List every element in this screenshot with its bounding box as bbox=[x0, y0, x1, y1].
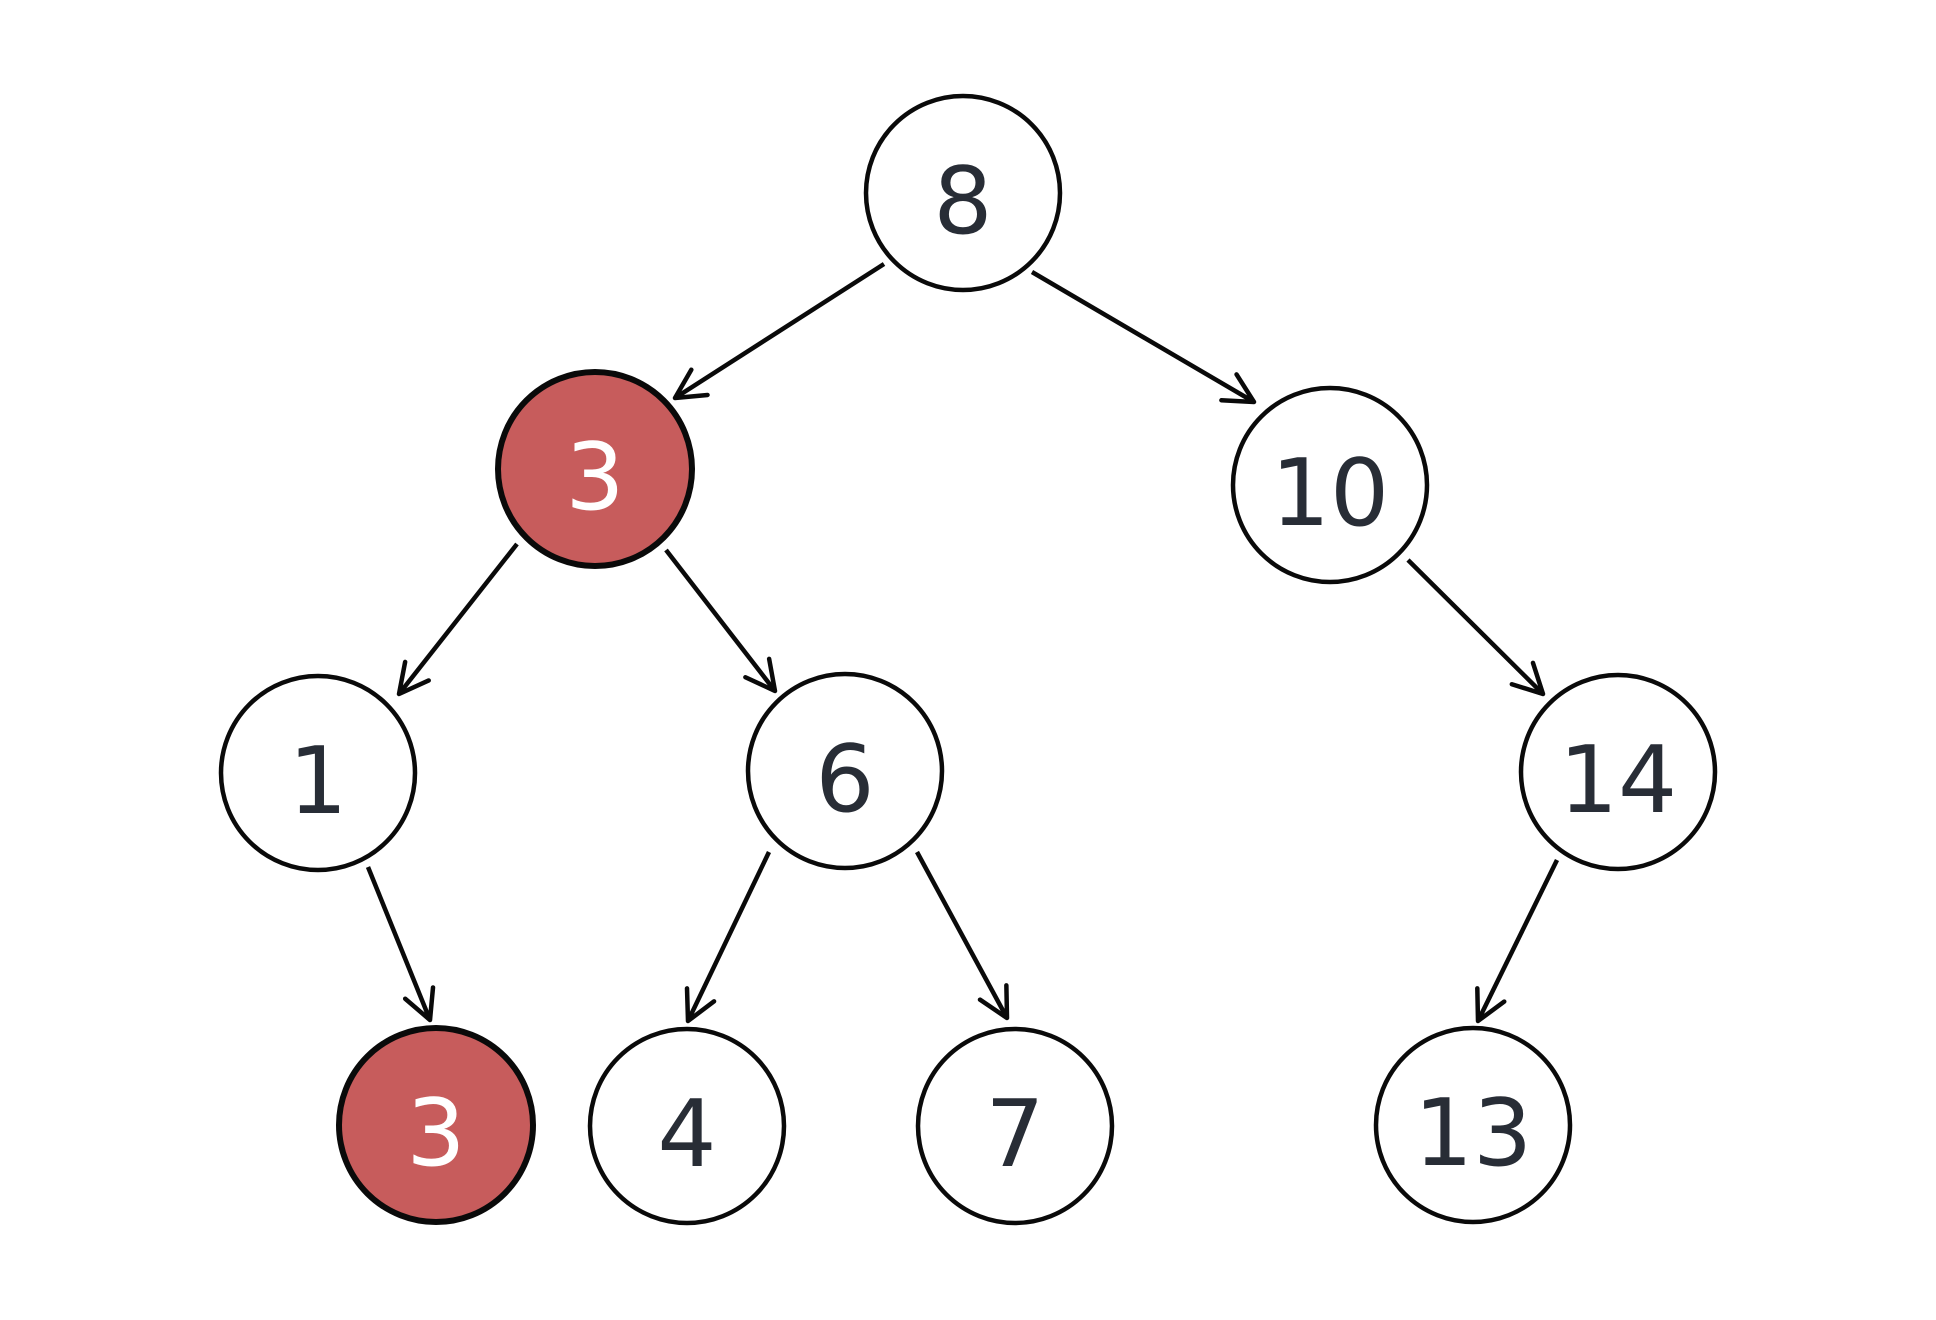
node-circle-6 bbox=[745, 671, 945, 871]
nodes-layer: 8 3 10 1 6 14 3 4 7 13 bbox=[218, 93, 1718, 1226]
node-circle-7 bbox=[915, 1026, 1115, 1226]
tree-node-3-lower: 3 bbox=[336, 1025, 536, 1225]
node-label-10: 10 bbox=[1271, 439, 1389, 547]
node-label-3-upper: 3 bbox=[565, 423, 624, 531]
node-circle-3-lower bbox=[336, 1025, 536, 1225]
node-label-7: 7 bbox=[985, 1080, 1044, 1188]
tree-node-1: 1 bbox=[218, 673, 418, 873]
tree-node-14: 14 bbox=[1518, 672, 1718, 872]
node-circle-13 bbox=[1373, 1025, 1573, 1225]
node-label-6: 6 bbox=[815, 725, 874, 833]
tree-node-7: 7 bbox=[915, 1026, 1115, 1226]
node-circle-3-upper bbox=[495, 369, 695, 569]
node-label-8: 8 bbox=[933, 147, 992, 255]
edge-8-to-10 bbox=[1030, 270, 1257, 405]
edge-6-to-7 bbox=[915, 850, 1010, 1021]
edge-3-upper-to-6 bbox=[664, 548, 778, 694]
node-label-14: 14 bbox=[1559, 726, 1677, 834]
edge-10-to-14 bbox=[1406, 558, 1546, 697]
tree-node-3-upper: 3 bbox=[495, 369, 695, 569]
edge-3-upper-to-1 bbox=[396, 542, 519, 697]
edge-1-to-3-lower bbox=[365, 866, 436, 1023]
edge-14-to-13 bbox=[1475, 859, 1560, 1024]
edges-layer bbox=[365, 262, 1560, 1024]
node-label-13: 13 bbox=[1414, 1079, 1532, 1187]
edge-6-to-4 bbox=[684, 851, 772, 1024]
tree-node-8: 8 bbox=[863, 93, 1063, 293]
tree-node-4: 4 bbox=[587, 1026, 787, 1226]
tree-node-10: 10 bbox=[1230, 385, 1430, 585]
node-circle-14 bbox=[1518, 672, 1718, 872]
tree-node-13: 13 bbox=[1373, 1025, 1573, 1225]
node-label-3-lower: 3 bbox=[406, 1079, 465, 1187]
edge-8-to-3-upper bbox=[672, 262, 886, 401]
node-label-1: 1 bbox=[288, 727, 347, 835]
node-label-4: 4 bbox=[657, 1080, 716, 1188]
node-circle-4 bbox=[587, 1026, 787, 1226]
node-circle-1 bbox=[218, 673, 418, 873]
node-circle-10 bbox=[1230, 385, 1430, 585]
node-circle-8 bbox=[863, 93, 1063, 293]
tree-node-6: 6 bbox=[745, 671, 945, 871]
